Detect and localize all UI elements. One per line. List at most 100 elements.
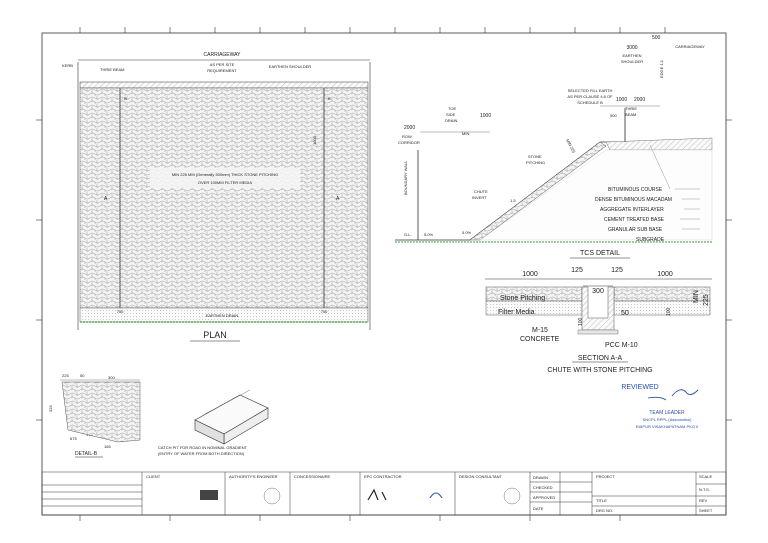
detb-165: 165 xyxy=(104,444,111,449)
tcs-thrie-1: THRIE xyxy=(625,106,637,111)
tcs-stone-2: PITCHING xyxy=(526,160,545,165)
catch-pit: CATCH PIT FOR ROAD IN NOMINAL GRADIENT (… xyxy=(158,389,269,456)
tcs-dim-500b: 500 xyxy=(610,113,617,118)
sec-title-1: SECTION A-A xyxy=(578,355,623,362)
plan-dim-750-right: 750 xyxy=(321,309,328,314)
tb-design: DESIGN CONSULTANT xyxy=(459,474,503,479)
plan-kerb-label: KERB xyxy=(62,63,73,68)
plan-earthen-drain: EARTHEN DRAIN xyxy=(206,313,239,318)
plan-requirement: REQUIREMENT xyxy=(207,68,237,73)
layer-dbm: DENSE BITUMINOUS MACADAM xyxy=(595,197,672,203)
tb-scale: SCALE xyxy=(699,474,712,479)
detb-675: 675 xyxy=(70,436,77,441)
tcs-edge: EDGE 1:1 xyxy=(659,59,664,78)
tb-checked: CHECKED xyxy=(533,485,553,490)
catch-pit-line-2: (ENTRY OF WATER FROM BOTH DIRECTION) xyxy=(158,451,245,456)
tcs-slope-15: 1.5 xyxy=(510,198,516,203)
tcs-row-1: ROW xyxy=(402,134,412,139)
catch-pit-line-1: CATCH PIT FOR ROAD IN NOMINAL GRADIENT xyxy=(158,445,248,450)
tb-consultant: AUTHORITY'S ENGINEER xyxy=(229,474,278,479)
sec-dim-125b: 125 xyxy=(611,267,623,274)
detb-300: 300 xyxy=(108,375,115,380)
tcs-detail: 3000 500 CARRIAGEWAY EARTHEN SHOULDER ED… xyxy=(395,35,713,259)
plan-pitching-note-1: MIN 225 MM (Generally 300mm) THICK STONE… xyxy=(172,172,278,177)
layer-gsb: GRANULAR SUB BASE xyxy=(608,227,663,233)
plan-section-a-right: A xyxy=(336,196,340,202)
sec-m15-1: M-15 xyxy=(532,327,548,334)
sec-dim-100a: 100 xyxy=(578,317,584,326)
tcs-pct-2: 5.0% xyxy=(462,230,472,235)
plan-title: PLAN xyxy=(203,330,227,340)
tcs-fill-3: SCHEDULE B xyxy=(577,100,603,105)
tcs-title: TCS DETAIL xyxy=(580,250,620,257)
tcs-boundary-wall: BOUNDARY WALL xyxy=(403,160,408,195)
review-stamp: REVIEWED TEAM LEADER SNCPL RPPL (Associa… xyxy=(621,384,699,429)
tcs-pct-1: 5.0% xyxy=(424,232,434,237)
tcs-dim-500: 500 xyxy=(652,35,661,41)
tb-epc: EPC CONTRACTOR xyxy=(364,474,402,479)
tcs-dim-2000b: 2000 xyxy=(404,125,415,131)
tcs-earthen-2: SHOULDER xyxy=(621,59,643,64)
sec-filter-media: Filter Media xyxy=(498,309,535,316)
tcs-min: MIN. xyxy=(462,131,470,136)
tcs-toe-2: SIDE xyxy=(446,112,456,117)
sec-dim-1000b: 1000 xyxy=(657,271,673,278)
tb-client: CLIENT xyxy=(146,474,161,479)
detail-b-title: DETAIL-B xyxy=(75,451,98,457)
tcs-dim-1000b: 1000 xyxy=(480,113,491,119)
plan-section-a-left: A xyxy=(104,196,108,202)
tcs-dim-2000: 2000 xyxy=(634,97,645,103)
plan-carriageway-label: CARRIAGEWAY xyxy=(204,52,242,58)
sec-dim-100b: 100 xyxy=(666,307,672,316)
detail-b: 225 50 300 325 200 165 675 175 DETAIL-B xyxy=(48,373,141,458)
tb-scale-val: N.T.S. xyxy=(699,487,710,492)
plan-detail-b-right: B xyxy=(328,96,331,101)
layer-subgrade: SUBGRADE xyxy=(636,237,665,243)
review-firm: SNCPL RPPL (Association) xyxy=(643,417,693,422)
plan-detail-b-left: B xyxy=(124,96,127,101)
plan-dim-1000: 1000 xyxy=(312,135,317,145)
signature-mark xyxy=(671,389,699,397)
tcs-min-225: MIN 225 xyxy=(565,138,577,154)
sec-stone-pitching: Stone Pitching xyxy=(500,295,545,302)
tcs-toe-3: DRAIN xyxy=(445,118,458,123)
tcs-fill-1: SELECTED FILL EARTH xyxy=(568,88,613,93)
tb-approved: APPROVED xyxy=(533,495,555,500)
tb-sheet: SHEET xyxy=(699,508,713,513)
plan-earthen-shoulder: EARTHEN SHOULDER xyxy=(269,64,311,69)
sec-dim-225: 225 xyxy=(703,294,710,306)
sec-dim-50: 50 xyxy=(621,310,629,317)
tb-concessionaire: CONCESSIONAIRE xyxy=(294,474,331,479)
plan-view: CARRIAGEWAY KERB THRIE BEAM AS PER SITE … xyxy=(62,52,371,342)
detb-325: 325 xyxy=(48,405,53,412)
sec-m15-2: CONCRETE xyxy=(520,336,560,343)
tcs-chute-2: INVERT xyxy=(472,195,487,200)
plan-dim-750-left: 750 xyxy=(117,309,124,314)
sec-title-2: CHUTE WITH STONE PITCHING xyxy=(547,367,652,374)
section-aa: 1000 125 125 1000 300 Stone Pitching Fil… xyxy=(485,267,712,374)
tb-title: TITLE xyxy=(596,498,607,503)
tcs-fill-2: AS PER CLAUSE 4.6 OF xyxy=(567,94,613,99)
plan-thrie-beam-label: THRIE BEAM xyxy=(100,67,124,72)
title-block-text: CLIENT AUTHORITY'S ENGINEER CONCESSIONAI… xyxy=(146,474,713,513)
tcs-dim-3000: 3000 xyxy=(626,45,637,51)
reviewed-label: REVIEWED xyxy=(621,384,658,391)
tb-dwg-no: DRG NO. xyxy=(596,508,613,513)
tcs-stone-1: STONE xyxy=(528,154,542,159)
tcs-toe-1: TOE xyxy=(448,106,456,111)
tcs-row-2: CORRIDOR xyxy=(398,140,420,145)
team-leader: TEAM LEADER xyxy=(649,410,685,416)
tcs-chute-1: CHUTE xyxy=(474,189,488,194)
tcs-gl: G.L. xyxy=(404,232,412,237)
tcs-carriageway: CARRIAGEWAY xyxy=(675,44,705,49)
tcs-thrie-2: BEAM xyxy=(625,112,636,117)
detb-50: 50 xyxy=(80,373,85,378)
sec-dim-125a: 125 xyxy=(571,267,583,274)
plan-as-per-site: AS PER SITE xyxy=(210,62,235,67)
sec-min: MIN xyxy=(693,290,700,303)
tcs-dim-1000: 1000 xyxy=(616,97,627,103)
pavement-layers: BITUMINOUS COURSE DENSE BITUMINOUS MACAD… xyxy=(595,144,700,243)
sec-pcc: PCC M-10 xyxy=(605,342,638,349)
sec-dim-1000a: 1000 xyxy=(522,271,538,278)
